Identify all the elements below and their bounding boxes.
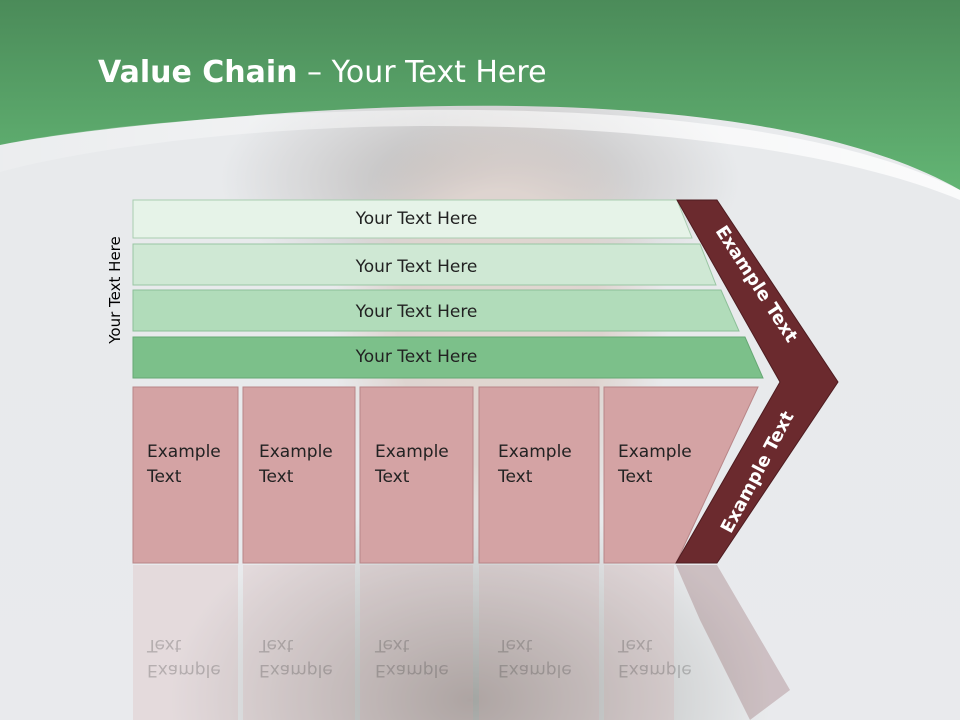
- column-2-reflection-line2: Text: [259, 635, 294, 655]
- column-2-label: Example Text: [259, 440, 333, 490]
- reflection-group: [133, 565, 790, 720]
- title-rest: – Your Text Here: [297, 55, 547, 90]
- bar-3-label: Your Text Here: [355, 302, 478, 322]
- column-2-reflection: Example Text: [259, 632, 333, 682]
- column-5-label: Example Text: [618, 440, 692, 490]
- column-1: [132, 386, 239, 564]
- column-3-reflection-line2: Text: [375, 635, 410, 655]
- column-2-reflection-line1: Example: [259, 660, 333, 680]
- column-4-reflection: Example Text: [498, 632, 572, 682]
- column-2: [242, 386, 356, 564]
- column-4-line2: Text: [498, 467, 533, 487]
- column-2-line2: Text: [259, 467, 294, 487]
- bar-2-label: Your Text Here: [355, 257, 478, 277]
- column-3-line2: Text: [375, 467, 410, 487]
- title-bold: Value Chain: [98, 55, 298, 90]
- page-title: Value Chain – Your Text Here: [98, 55, 547, 90]
- column-1-reflection-line2: Text: [147, 635, 182, 655]
- column-4-reflection-line2: Text: [498, 635, 533, 655]
- bar-1: [132, 199, 693, 239]
- column-3-line1: Example: [375, 442, 449, 462]
- column-2-line1: Example: [259, 442, 333, 462]
- column-3-reflection: Example Text: [375, 632, 449, 682]
- column-5-reflection: Example Text: [618, 632, 692, 682]
- column-3-reflection-line1: Example: [375, 660, 449, 680]
- column-3-label: Example Text: [375, 440, 449, 490]
- chevron-shape: [675, 199, 839, 564]
- bar-1-label: Your Text Here: [355, 209, 478, 229]
- column-4-reflection-line1: Example: [498, 660, 572, 680]
- column-5-line1: Example: [618, 442, 692, 462]
- column-4-label: Example Text: [498, 440, 572, 490]
- column-1-label: Example Text: [147, 440, 221, 490]
- bar-3: [132, 289, 740, 332]
- column-1-line2: Text: [147, 467, 182, 487]
- column-5-reflection-line2: Text: [618, 635, 653, 655]
- bar-4-label: Your Text Here: [355, 347, 478, 367]
- header-swoosh: [0, 109, 960, 200]
- column-4: [478, 386, 600, 564]
- column-5-line2: Text: [618, 467, 653, 487]
- bar-2: [132, 243, 717, 286]
- bar-4: [132, 336, 764, 379]
- side-label: Your Text Here: [106, 236, 124, 344]
- column-1-line1: Example: [147, 442, 221, 462]
- column-4-line1: Example: [498, 442, 572, 462]
- column-1-reflection-line1: Example: [147, 660, 221, 680]
- header-band: [0, 0, 960, 190]
- column-3: [359, 386, 474, 564]
- column-1-reflection: Example Text: [147, 632, 221, 682]
- column-5-reflection-line1: Example: [618, 660, 692, 680]
